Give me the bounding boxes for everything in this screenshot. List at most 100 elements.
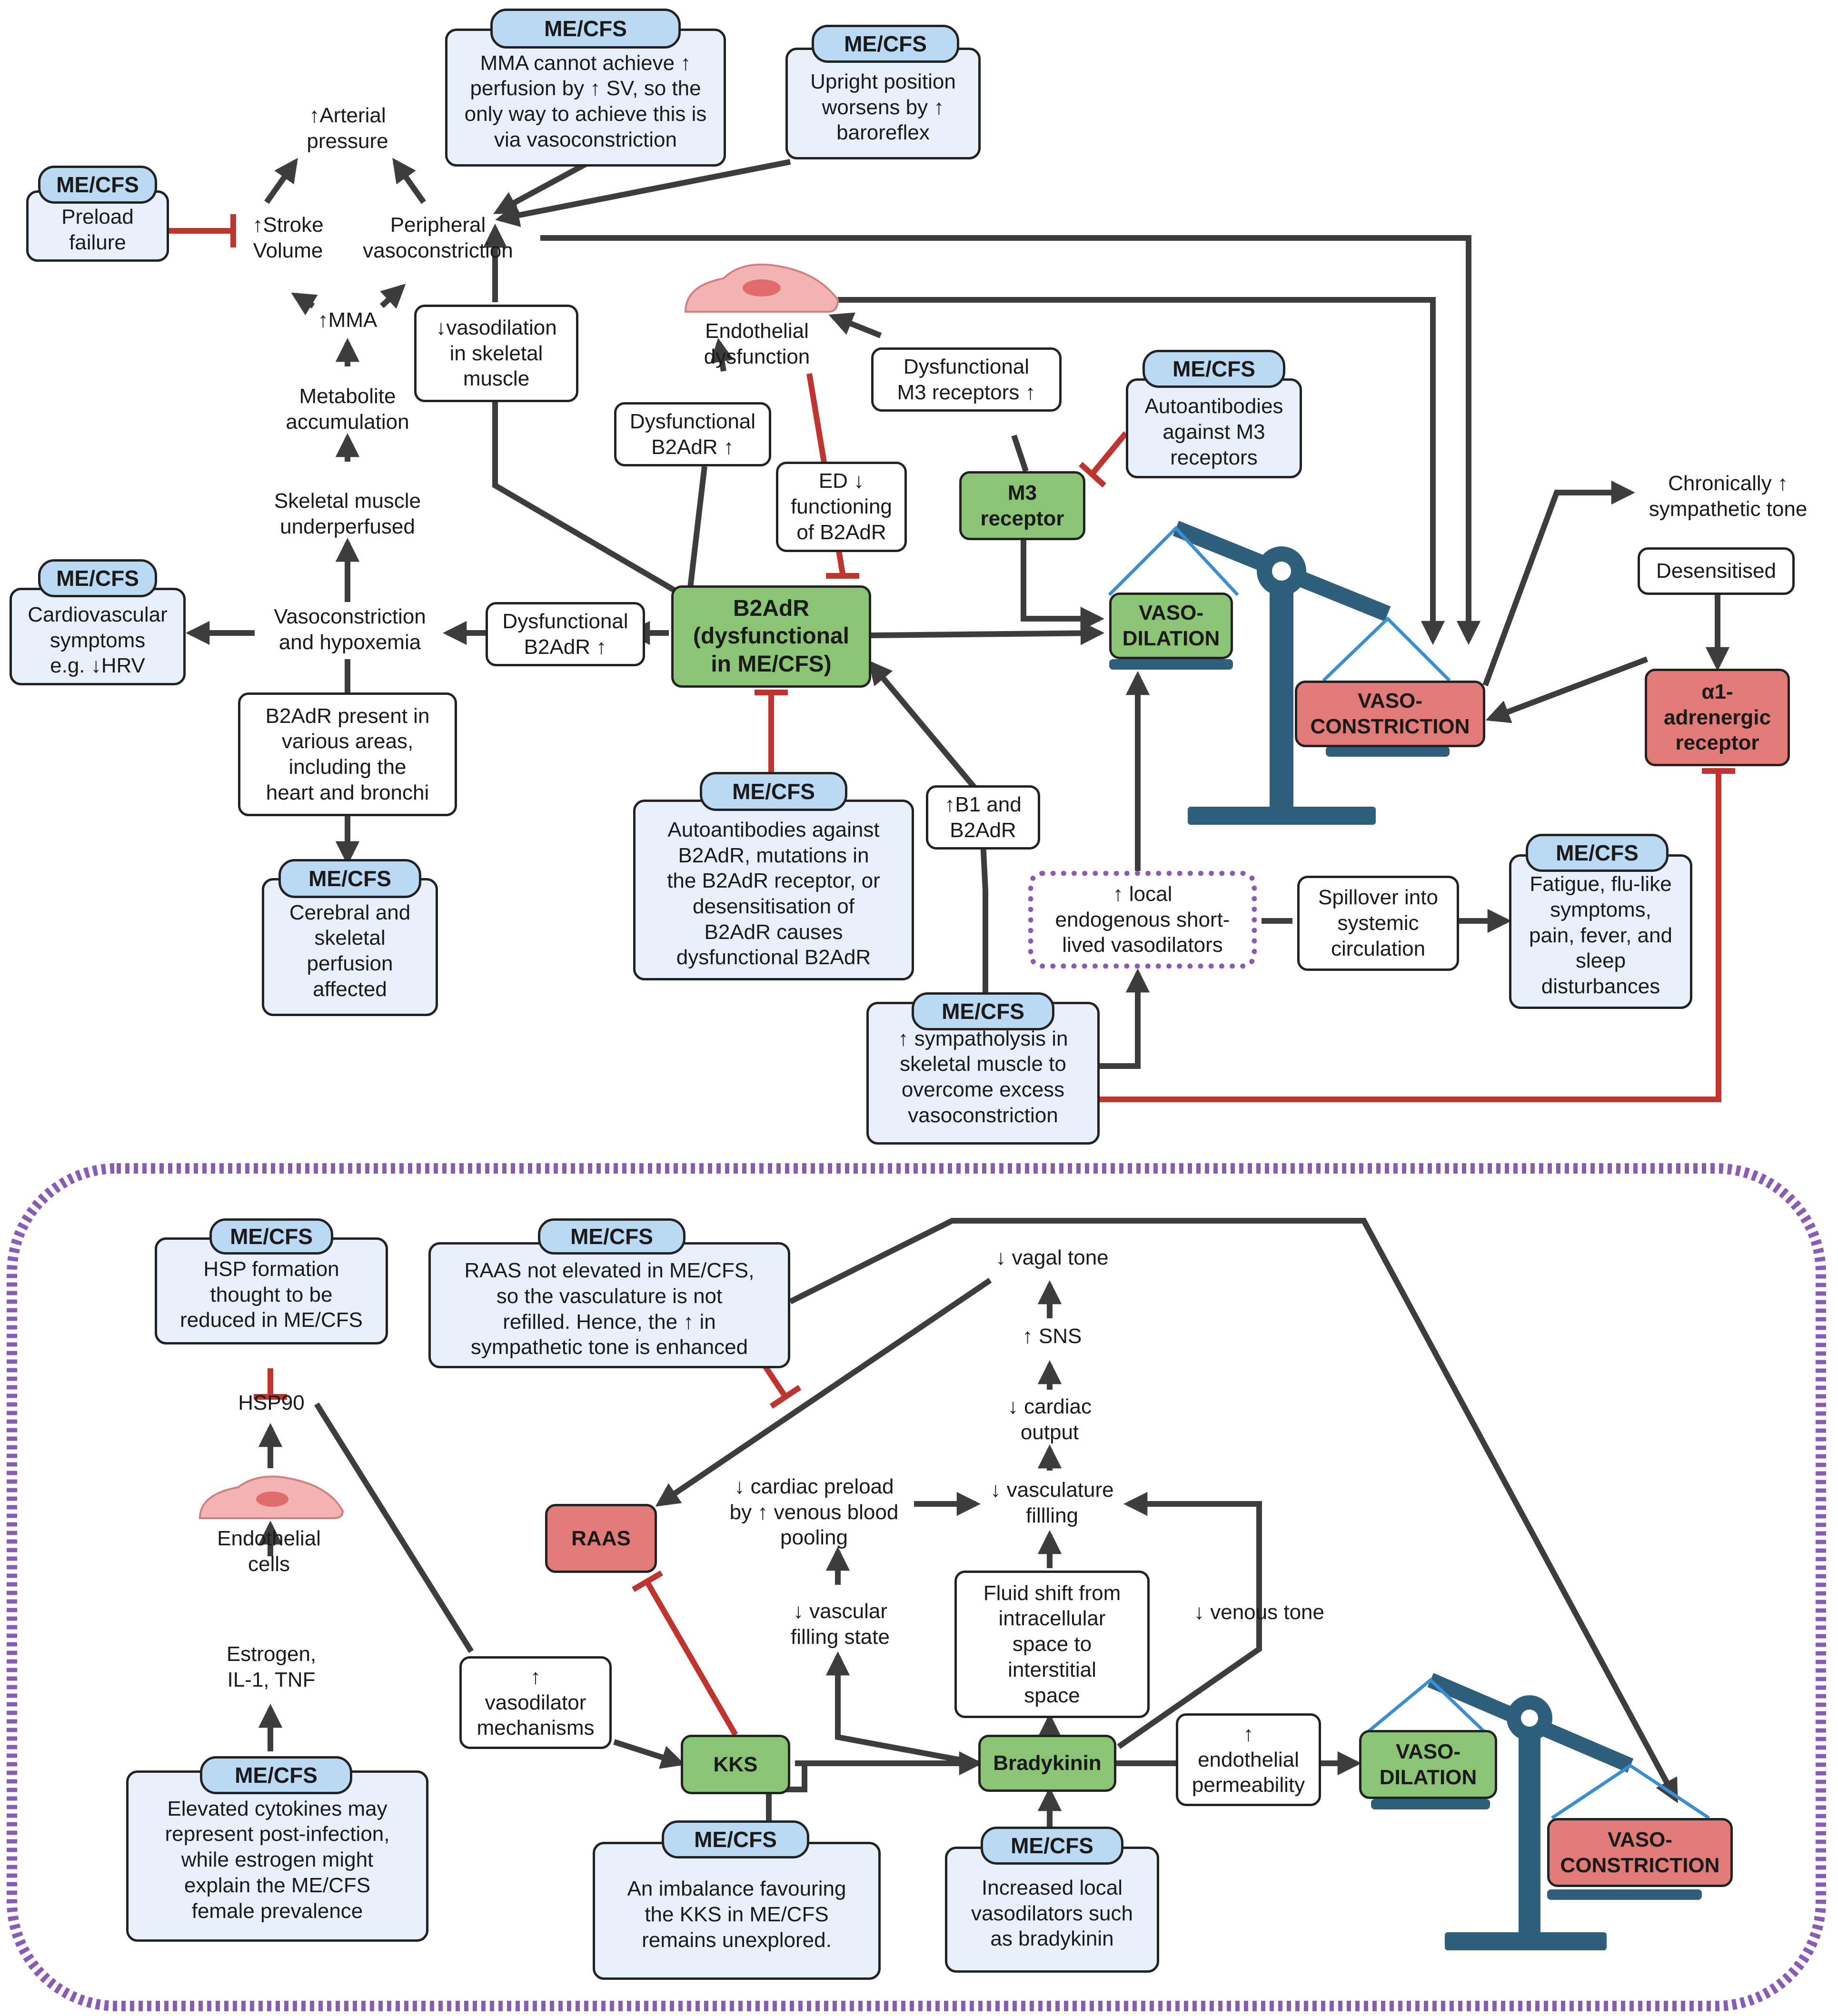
bradykinin-node: Bradykinin [978,1735,1116,1792]
arrow-mma-to-peripheral [379,284,406,309]
arrow-peripheral-to-vasoconstriction [540,235,1481,645]
endothelial-permeability-box: ↑ endothelial permeability [1176,1713,1321,1806]
arrow-mech-to-kks [613,1739,686,1769]
arrow-m3-to-vasodilation [1021,538,1105,631]
me-cfs-tag: ME/CFS [662,1820,809,1858]
cardiovascular-symptoms-box: Cardiovascular symptoms e.g. ↓HRV [10,588,186,685]
m3-receptor-node: M3 receptor [959,471,1085,540]
vasodilation-node: VASO- DILATION [1109,593,1233,659]
me-cfs-tag: ME/CFS [812,25,959,63]
me-cfs-tag: ME/CFS [700,772,847,811]
estrogen-il1-tnf-label: Estrogen, IL-1, TNF [226,1642,317,1691]
inhibit-auto-m3 [1090,431,1128,475]
arrow-endothelial-to-vasoconstriction [838,297,1445,645]
raas-node: RAAS [545,1504,657,1573]
autoantibodies-m3-box: Autoantibodies against M3 receptors [1126,378,1302,478]
vagal-tone-label: ↓ vagal tone [995,1245,1109,1269]
me-cfs-tag: ME/CFS [912,992,1054,1030]
line-m3-to-dysm3 [1011,435,1029,472]
dysfunctional-b2adr-box-2: Dysfunctional B2AdR ↑ [486,602,645,666]
b2adr-node: B2AdR (dysfunctional in ME/CFS) [671,585,871,688]
cardiac-output-label: ↓ cardiac output [1007,1394,1092,1444]
arrow-stroke-to-arterial [264,158,298,204]
ed-functioning-box: ED ↓ functioning of B2AdR [776,462,907,552]
kks-imbalance-box: An imbalance favouring the KKS in ME/CFS… [593,1842,881,1980]
local-vasodilators-box: ↑ local endogenous short- lived vasodila… [1028,871,1257,968]
vasodilator-mechanisms-box: ↑ vasodilator mechanisms [459,1656,612,1749]
arrow-raasnote-to-vasoconstriction [789,1218,1679,1803]
balance-scale-top [1108,521,1451,825]
line-b2adr-to-dysb2adr1 [687,466,707,588]
arrow-b1-to-b2adr-head [868,660,983,797]
endothelial-cells-label: Endothelial cells [217,1527,321,1576]
dysfunctional-b2adr-box: Dysfunctional B2AdR ↑ [614,402,771,466]
line-b2adr-to-vasoskel [492,402,680,595]
vascular-filling-state-label: ↓ vascular filling state [791,1599,890,1649]
arrow-upright-to-peripheral [495,159,791,227]
me-cfs-tag: ME/CFS [200,1756,352,1794]
bottom-section-frame [7,1163,1826,2011]
arrow-group [185,158,1730,1847]
vasculature-filling-label: ↓ vasculature fillling [990,1478,1114,1527]
vasodilation-node-bottom: VASO- DILATION [1359,1730,1497,1799]
autoantibodies-b2adr-box: Autoantibodies against B2AdR, mutations … [633,800,914,980]
endothelial-dysfunction-label: Endothelial dysfunction [704,319,810,368]
arrow-dysb2adr-to-endothelial [710,338,734,372]
arrow-sympatholysis-to-local [1100,968,1150,1069]
endothelial-cell-icon [684,263,839,313]
skeletal-underperfused-label: Skeletal muscle underperfused [274,489,421,538]
arrow-peripheral-to-arterial [392,158,426,204]
me-cfs-tag: ME/CFS [490,9,681,49]
inhibit-raasnote-raas-bar [769,1385,802,1409]
arrow-mma-to-stroke [291,292,318,316]
cardiac-preload-label: ↓ cardiac preload by ↑ venous blood pool… [729,1474,899,1550]
arrow-dysm3-to-endothelial [828,312,882,338]
dysfunctional-m3-box: Dysfunctional M3 receptors ↑ [871,347,1062,412]
inhibit-kks-raas-bar [631,1570,664,1592]
me-cfs-tag: ME/CFS [38,559,157,597]
reduced-vasodilation-box: ↓vasodilation in skeletal muscle [414,305,578,402]
arrow-bradykinin-to-vascularstate [825,1651,979,1766]
vasoconstriction-hypoxemia-label: Vasoconstriction and hypoxemia [274,604,426,654]
cerebral-perfusion-box: Cerebral and skeletal perfusion affected [262,878,438,1016]
desensitised-box: Desensitised [1638,547,1795,595]
line-hsp90-to-mech [314,1402,474,1653]
me-cfs-tag: ME/CFS [38,166,157,204]
arterial-pressure-label: ↑Arterial pressure [307,104,388,153]
arrow-alpha1-to-vasoconstriction [1485,656,1649,723]
stroke-volume-label: ↑Stroke Volume [252,213,324,262]
me-cfs-tag: ME/CFS [981,1827,1123,1865]
vasoconstriction-node-bottom: VASO- CONSTRICTION [1547,1818,1733,1887]
peripheral-vasoconstriction-label: Peripheral vasoconstriction [363,213,513,262]
me-cfs-tag: ME/CFS [278,859,421,898]
mma-label: ↑MMA [318,308,378,332]
b2adr-present-box: B2AdR present in various areas, includin… [238,692,457,816]
vasoconstriction-node: VASO- CONSTRICTION [1295,681,1485,747]
metabolite-accumulation-label: Metabolite accumulation [286,385,409,434]
hsp90-label: HSP90 [238,1391,305,1414]
elevated-cytokines-box: Elevated cytokines may represent post-in… [126,1770,428,1942]
b1-b2adr-box: ↑B1 and B2AdR [926,785,1040,850]
sympatholysis-box: ↑ sympatholysis in skeletal muscle to ov… [866,1002,1100,1145]
inhibit-kks-raas [645,1581,738,1737]
increased-local-vasodilators-box: Increased local vasodilators such as bra… [945,1847,1159,1973]
endothelial-cells-icon [199,1475,344,1519]
me-cfs-tag: ME/CFS [538,1218,686,1255]
sns-label: ↑ SNS [1022,1324,1082,1348]
me-cfs-tag: ME/CFS [1526,834,1669,872]
spillover-box: Spillover into systemic circulation [1297,876,1459,971]
balance-scale-bottom [1360,1673,1710,1950]
venous-tone-label: ↓ venous tone [1194,1600,1324,1624]
chronic-sympathetic-label: Chronically ↑ sympathetic tone [1649,471,1808,521]
inhibit-sympatholysis-alpha1 [1100,771,1721,1102]
fatigue-symptoms-box: Fatigue, flu-like symptoms, pain, fever,… [1509,854,1692,1009]
arrow-b2adr-to-vasodilation [871,621,1105,645]
alpha1-receptor-node: α1- adrenergic receptor [1645,669,1790,766]
arrow-venous-to-filling [1117,1492,1262,1749]
arrow-vagal-to-raas [655,1278,992,1507]
arrow-vasoconstriction-to-chronic [1482,480,1636,687]
kks-node: KKS [681,1735,790,1794]
mma-note-box: MMA cannot achieve ↑ perfusion by ↑ SV, … [445,29,726,167]
raas-not-elevated-box: RAAS not elevated in ME/CFS, so the vasc… [428,1242,790,1368]
